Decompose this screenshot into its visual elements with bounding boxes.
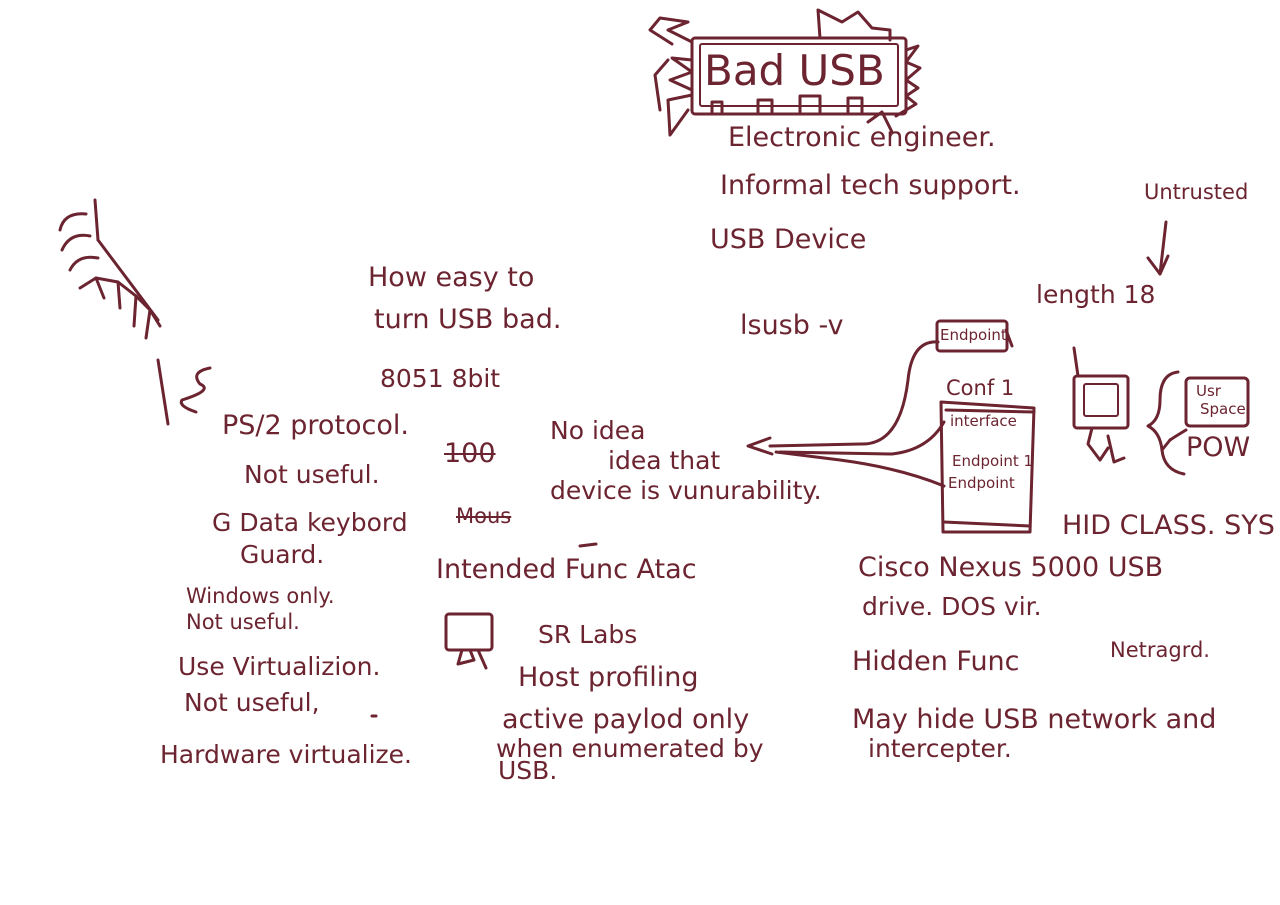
left-claw-drawing <box>58 198 212 426</box>
note-intercepter: intercepter. <box>868 734 1012 763</box>
note-strike-100: 100 <box>444 438 496 469</box>
note-sr-labs: SR Labs <box>538 620 638 649</box>
note-windows-not-useful: Not useful. <box>186 610 300 634</box>
conf-box-outline <box>939 400 1036 534</box>
note-cisco-nexus: Cisco Nexus 5000 USB <box>858 552 1164 583</box>
note-chip: 8051 8bit <box>380 364 501 393</box>
note-hidden-func: Hidden Func <box>852 646 1020 677</box>
label-interface: interface <box>950 412 1017 430</box>
note-guard: Guard. <box>240 540 325 569</box>
note-virtualization-not-useful: Not useful, <box>184 688 320 717</box>
note-use-virtualization: Use Virtualizion. <box>178 652 381 681</box>
user-space-drawing <box>1146 370 1250 476</box>
note-mous-strike: Mous <box>456 504 512 528</box>
usb-stick-drawing <box>648 8 922 137</box>
note-usb-period: USB. <box>498 756 558 785</box>
small-computer-doodle <box>444 612 494 670</box>
computer-doodle <box>1072 346 1130 464</box>
note-lsusb: lsusb -v <box>740 310 844 341</box>
label-conf-1: Conf 1 <box>946 376 1015 400</box>
note-electronic-engineer: Electronic engineer. <box>728 122 996 153</box>
note-informal-tech-support: Informal tech support. <box>720 170 1021 201</box>
note-hid-class: HID CLASS. SYS <box>1062 510 1275 541</box>
note-may-hide: May hide USB network and <box>852 704 1217 735</box>
note-windows-only: Windows only. <box>186 584 335 608</box>
dash-mark <box>578 542 598 548</box>
label-endpoint-box: Endpoint <box>940 326 1007 344</box>
label-power: POW <box>1186 432 1251 463</box>
note-hardware-virtualize: Hardware virtualize. <box>160 740 412 769</box>
note-no-idea: No idea <box>550 416 646 445</box>
label-space: Space <box>1200 400 1246 418</box>
note-length: length 18 <box>1036 280 1156 309</box>
title-bad-usb: Bad USB <box>704 46 885 95</box>
note-ps2-protocol: PS/2 protocol. <box>222 410 409 441</box>
note-device-vulnerability: device is vunurability. <box>550 476 822 505</box>
untrusted-arrow <box>1146 220 1170 276</box>
note-when-enumerated: when enumerated by <box>496 734 764 763</box>
note-untrusted: Untrusted <box>1144 180 1249 204</box>
note-cisco-drive: drive. DOS vir. <box>862 592 1042 621</box>
note-usb-device: USB Device <box>710 224 867 255</box>
note-netragrd: Netragrd. <box>1110 638 1210 662</box>
note-g-data-keyboard: G Data keybord <box>212 508 408 537</box>
config-arrows <box>746 340 946 488</box>
label-endpoint-1: Endpoint 1 <box>952 452 1034 470</box>
note-how-easy-line1: How easy to <box>368 262 535 293</box>
label-usr: Usr <box>1196 382 1221 400</box>
note-ps2-not-useful: Not useful. <box>244 460 380 489</box>
note-host-profiling: Host profiling <box>518 662 699 693</box>
note-intended-func: Intended Func Atac <box>436 554 697 585</box>
note-how-easy-line2: turn USB bad. <box>374 304 562 335</box>
note-idea-that: idea that <box>608 446 721 475</box>
note-active-payload: active paylod only <box>502 704 750 735</box>
label-endpoint-2: Endpoint <box>948 474 1015 492</box>
